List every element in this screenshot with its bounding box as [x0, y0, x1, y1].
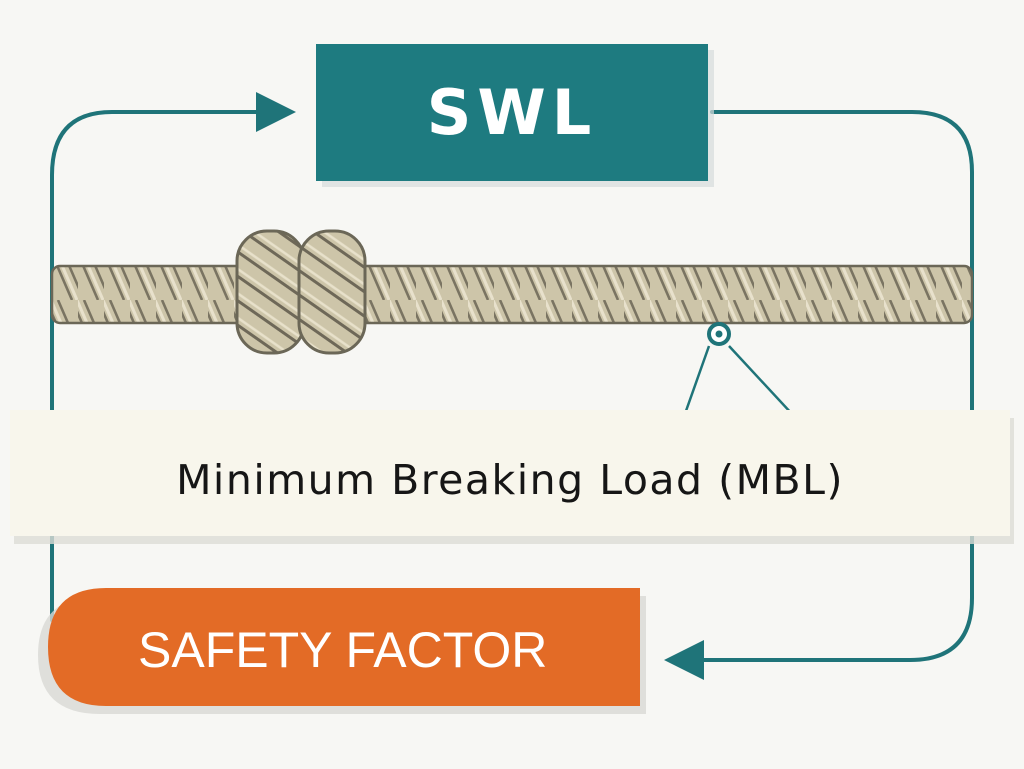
edge-safety-to-swl [50, 110, 264, 622]
mbl-node-label: Minimum Breaking Load (MBL) [176, 456, 844, 504]
callout-marker-dot [715, 330, 723, 338]
connector-lines [50, 110, 974, 662]
mbl-box [10, 410, 1010, 536]
edge-swl-to-safety [698, 110, 974, 662]
rope-icon [50, 264, 974, 325]
knot-icon [235, 229, 367, 355]
safety-factor-node-label: SAFETY FACTOR [138, 622, 548, 678]
swl-node-label: SWL [426, 76, 598, 149]
arrow-head-icon [256, 92, 296, 132]
swl-box [316, 44, 708, 181]
safety-factor-box [48, 588, 640, 706]
arrow-head-icon [664, 640, 704, 680]
